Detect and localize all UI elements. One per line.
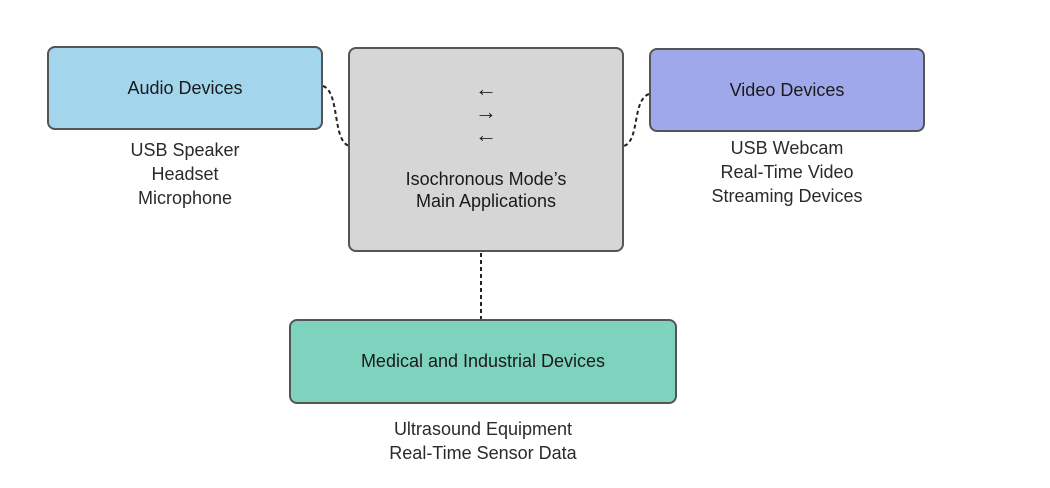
list-item: Ultrasound Equipment [393, 419, 573, 439]
list-item: USB Webcam [730, 138, 844, 158]
list-item: USB Speaker [130, 140, 240, 160]
video-devices-label: Video Devices [729, 79, 845, 100]
central-title-line: Main Applications [415, 191, 557, 211]
list-item: Headset [151, 164, 219, 184]
bidirectional-arrows-icon: ← → ← [350, 77, 622, 146]
audio-devices-label: Audio Devices [127, 77, 243, 98]
list-item: Real-Time Video [720, 162, 854, 182]
left-arrow-icon: ← [475, 76, 497, 101]
video-devices-list: USB Webcam Real-Time Video Streaming Dev… [649, 136, 925, 208]
audio-devices-list: USB Speaker Headset Microphone [47, 138, 323, 210]
connector-audio [322, 85, 350, 147]
medical-industrial-list: Ultrasound Equipment Real-Time Sensor Da… [289, 417, 677, 465]
central-node-title: Isochronous Mode’s Main Applications [350, 168, 622, 212]
list-item: Microphone [137, 188, 233, 208]
central-node: ← → ← Isochronous Mode’s Main Applicatio… [348, 47, 624, 252]
audio-devices-node: Audio Devices [47, 46, 323, 130]
left-arrow-icon: ← [475, 122, 497, 147]
list-item: Streaming Devices [711, 186, 863, 206]
medical-industrial-node: Medical and Industrial Devices [289, 319, 677, 404]
central-title-line: Isochronous Mode’s [405, 169, 567, 189]
medical-industrial-label: Medical and Industrial Devices [360, 351, 606, 371]
connector-video [623, 93, 650, 147]
right-arrow-icon: → [475, 99, 497, 124]
list-item: Real-Time Sensor Data [389, 443, 577, 463]
video-devices-node: Video Devices [649, 48, 925, 132]
